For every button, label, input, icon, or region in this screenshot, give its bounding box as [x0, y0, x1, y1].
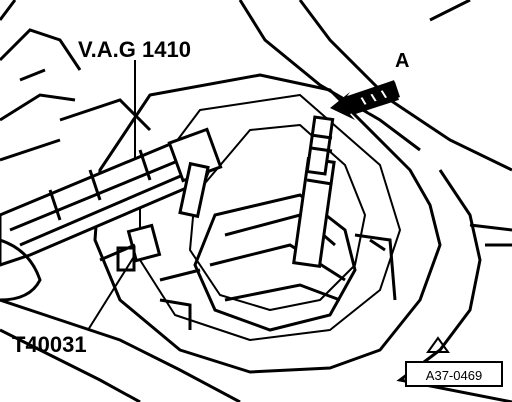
label-vag-1410: V.A.G 1410: [78, 37, 191, 62]
figure-ref-box: [405, 361, 503, 387]
leader-lines: [87, 60, 136, 331]
reference-triangle-mark: [426, 336, 450, 353]
label-t40031: T40031: [12, 332, 87, 357]
upholstery-left: [0, 0, 82, 122]
leader-t40031: [87, 254, 136, 331]
seat-edge: [0, 98, 241, 402]
gear-lever: [292, 115, 336, 268]
label-view-a: A: [395, 50, 409, 72]
tool-vag-1410: [0, 127, 223, 267]
figure-ref-number: A37-0469: [426, 368, 482, 383]
view-arrow-a: [330, 80, 400, 120]
